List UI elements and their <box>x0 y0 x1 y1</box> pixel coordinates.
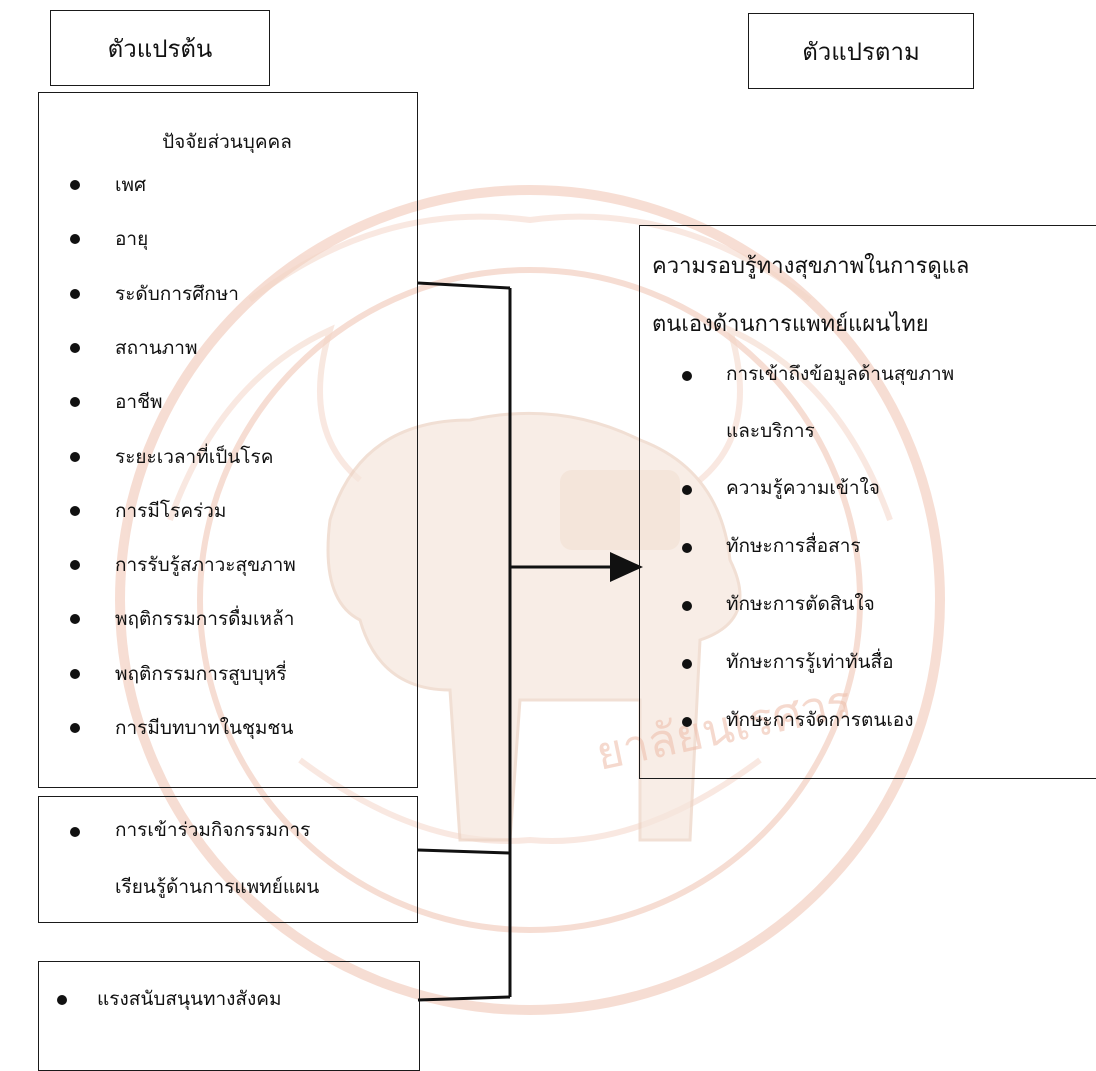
personal-factor-label: อายุ <box>115 228 149 251</box>
dependent-variable-header: ตัวแปรตาม <box>748 13 974 89</box>
outcome-item-label: ทักษะการตัดสินใจ <box>726 593 875 615</box>
bullet-icon <box>70 560 80 571</box>
list-item: แรงสนับสนุนทางสังคม <box>39 962 419 1022</box>
bullet-icon <box>682 601 692 611</box>
bullet-icon <box>70 288 80 299</box>
list-item: ระยะเวลาที่เป็นโรค <box>39 447 415 471</box>
bullet-icon <box>682 543 692 553</box>
outcome-item-label: การเข้าถึงข้อมูลด้านสุขภาพ <box>726 363 955 385</box>
learning-activity-box: การเข้าร่วมกิจกรรมการ เรียนรู้ด้านการแพท… <box>38 796 418 923</box>
personal-factor-label: ระยะเวลาที่เป็นโรค <box>115 445 274 468</box>
bullet-icon <box>682 717 692 727</box>
social-support-box: แรงสนับสนุนทางสังคม <box>38 961 420 1071</box>
list-item: อายุ <box>39 229 415 253</box>
outcome-item-label: ทักษะการจัดการตนเอง <box>726 709 914 731</box>
bullet-icon <box>70 505 80 516</box>
bullet-icon <box>70 668 80 679</box>
outcome-title-line-2: ตนเองด้านการแพทย์แผนไทย <box>652 312 929 337</box>
outcome-title-line-1: ความรอบรู้ทางสุขภาพในการดูแล <box>652 254 970 279</box>
list-item: พฤติกรรมการสูบบุหรี่ <box>39 664 415 688</box>
bullet-icon <box>70 397 80 408</box>
list-item: การเข้าร่วมกิจกรรมการ เรียนรู้ด้านการแพท… <box>39 797 415 917</box>
list-item: ความรู้ความเข้าใจ <box>640 478 1096 535</box>
outcome-item-label: ทักษะการสื่อสาร <box>726 535 861 557</box>
personal-factor-label: พฤติกรรมการดื่มเหล้า <box>115 608 295 631</box>
list-item: การมีโรคร่วม <box>39 501 415 525</box>
personal-factor-label: อาชีพ <box>115 391 163 414</box>
personal-factor-label: พฤติกรรมการสูบบุหรี่ <box>115 662 287 685</box>
connector-social-support <box>417 995 511 1002</box>
list-item: สถานภาพ <box>39 338 415 362</box>
connector-learning-activity <box>417 848 511 855</box>
personal-factor-label: การมีบทบาทในชุมชน <box>115 717 294 739</box>
personal-factor-label: ระดับการศึกษา <box>115 282 239 305</box>
bullet-icon <box>70 342 80 353</box>
list-item: ทักษะการรู้เท่าทันสื่อ <box>640 652 1096 709</box>
outcome-item-label: ทักษะการรู้เท่าทันสื่อ <box>726 651 894 673</box>
bullet-icon <box>70 723 80 733</box>
list-item: การรับรู้สภาวะสุขภาพ <box>39 555 415 579</box>
bullet-icon <box>70 451 80 462</box>
learning-activity-line-1: การเข้าร่วมกิจกรรมการ <box>115 819 311 841</box>
dependent-variable-label: ตัวแปรตาม <box>802 37 920 66</box>
bullet-icon <box>70 234 80 245</box>
bullet-icon <box>70 180 80 190</box>
outcome-item-label: และบริการ <box>726 420 815 442</box>
social-support-label: แรงสนับสนุนทางสังคม <box>97 988 282 1010</box>
list-item: พฤติกรรมการดื่มเหล้า <box>39 609 415 633</box>
list-item: อาชีพ <box>39 392 415 416</box>
bullet-icon <box>682 371 692 381</box>
personal-factors-box: ปัจจัยส่วนบุคคล เพศอายุระดับการศึกษาสถาน… <box>38 92 418 788</box>
list-item: เพศ <box>39 175 415 199</box>
outcome-item-label: ความรู้ความเข้าใจ <box>726 477 880 499</box>
personal-factor-label: เพศ <box>115 174 147 196</box>
list-item: การเข้าถึงข้อมูลด้านสุขภาพและบริการ <box>640 364 1096 478</box>
list-item: ระดับการศึกษา <box>39 284 415 308</box>
outcome-box: ความรอบรู้ทางสุขภาพในการดูแล ตนเองด้านกา… <box>639 225 1096 779</box>
independent-variable-label: ตัวแปรต้น <box>107 34 213 63</box>
bullet-icon <box>682 485 692 495</box>
bullet-icon <box>70 614 80 625</box>
list-item: ทักษะการตัดสินใจ <box>640 594 1096 651</box>
independent-variable-header: ตัวแปรต้น <box>50 10 270 86</box>
list-item: ทักษะการจัดการตนเอง <box>640 710 1096 767</box>
learning-activity-line-2: เรียนรู้ด้านการแพทย์แผน <box>115 876 320 898</box>
personal-factor-label: สถานภาพ <box>115 336 198 359</box>
personal-factor-label: การมีโรคร่วม <box>115 499 227 522</box>
bullet-icon <box>70 827 80 837</box>
connector-personal-factors <box>417 281 511 290</box>
personal-factors-title: ปัจจัยส่วนบุคคล <box>162 131 292 153</box>
list-item: ทักษะการสื่อสาร <box>640 536 1096 593</box>
bullet-icon <box>682 659 692 669</box>
bullet-icon <box>57 995 67 1005</box>
personal-factor-label: การรับรู้สภาวะสุขภาพ <box>115 554 296 577</box>
list-item: การมีบทบาทในชุมชน <box>39 718 415 742</box>
